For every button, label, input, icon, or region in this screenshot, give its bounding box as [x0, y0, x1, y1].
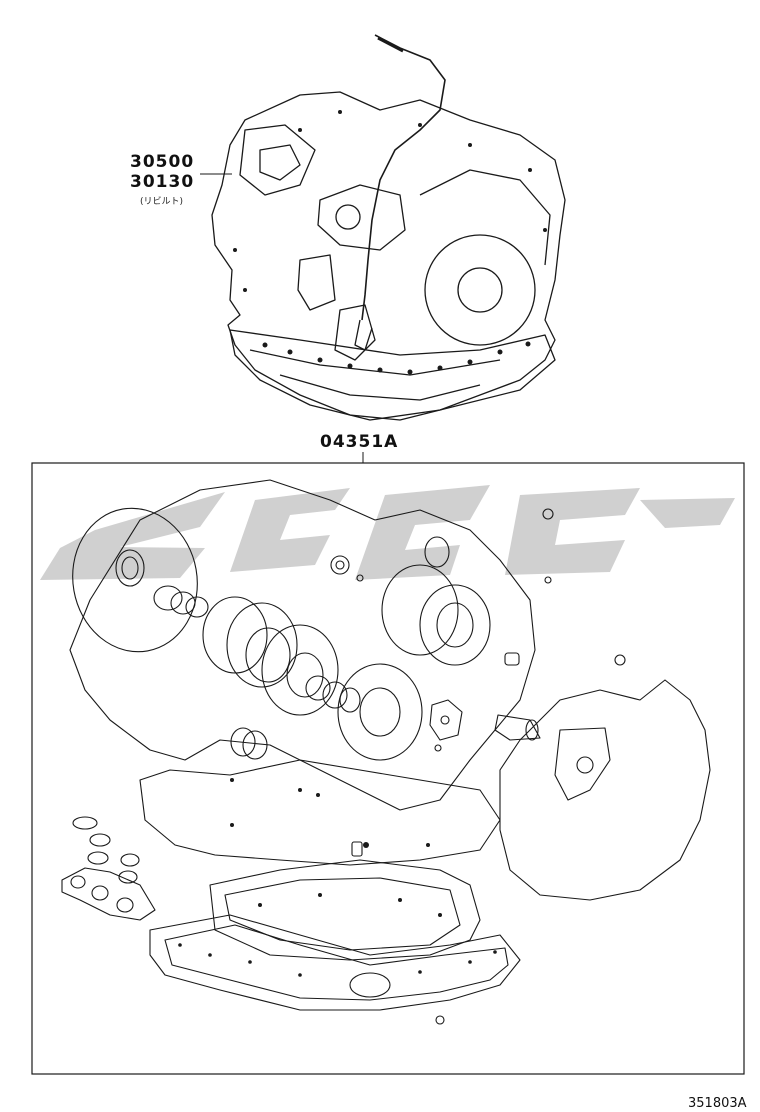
- gasket-kit-parts: [61, 479, 711, 1025]
- assembly-part-number-2: 30130: [130, 172, 195, 192]
- assembly-rebuilt-note: (リビルト): [140, 197, 184, 207]
- assembly-part-number-1: 30500: [130, 152, 195, 172]
- kit-part-number: 04351A: [320, 432, 399, 452]
- kit-frame: [31, 462, 745, 1075]
- illustration-code: 351803A: [688, 1096, 747, 1111]
- watermark-logo: [40, 485, 735, 580]
- transaxle-assembly: [211, 34, 566, 421]
